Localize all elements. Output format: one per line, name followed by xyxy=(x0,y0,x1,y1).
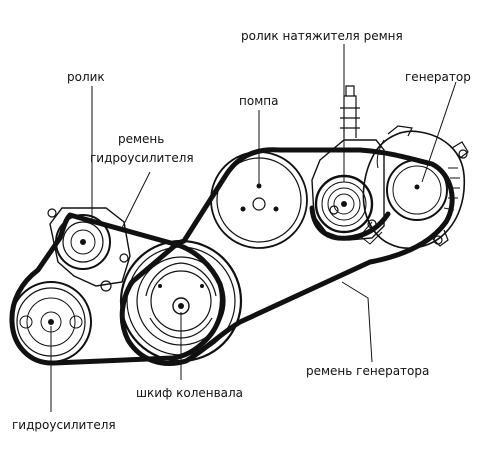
label-power-steering-pump: гидроусилителя xyxy=(12,418,116,432)
idler-roller-bracket xyxy=(47,207,131,292)
generator xyxy=(359,125,469,249)
label-generator: генератор xyxy=(405,70,471,84)
label-crankshaft-pulley: шкиф коленвала xyxy=(136,386,243,400)
tensioner-bracket xyxy=(311,85,385,241)
idler-roller xyxy=(55,214,111,270)
label-power-steering-belt-line1: ремень xyxy=(118,132,164,146)
generator-belt xyxy=(119,147,455,366)
generator-belt-inner xyxy=(309,205,391,241)
label-power-steering-belt-line2: гидроусилителя xyxy=(90,151,194,165)
leader-generator xyxy=(421,81,457,183)
label-tensioner-roller: ролик натяжителя ремня xyxy=(241,29,403,43)
leader-lines xyxy=(50,44,457,412)
label-generator-belt: ремень генератора xyxy=(306,364,429,378)
leader-power-steering-belt xyxy=(121,171,151,229)
label-roller: ролик xyxy=(67,70,105,84)
label-pump: помпа xyxy=(239,94,278,108)
leader-generator-belt xyxy=(341,281,373,363)
power-steering-belt xyxy=(9,212,225,366)
